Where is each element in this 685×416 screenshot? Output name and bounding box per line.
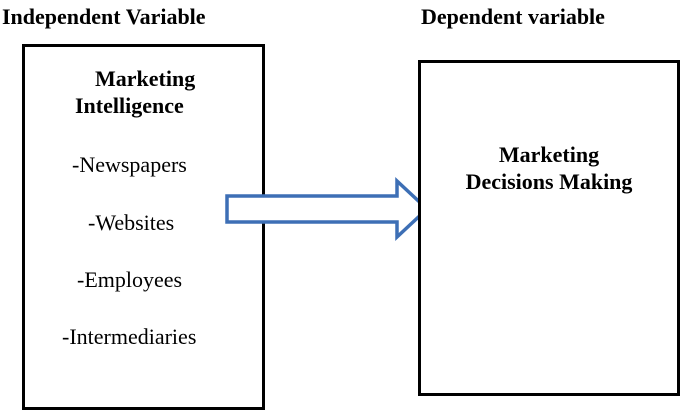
dependent-box-title-line2: Decisions Making — [465, 169, 633, 194]
independent-variable-box: Marketing Intelligence -Newspapers -Webs… — [22, 44, 265, 410]
list-item-websites: -Websites — [88, 210, 175, 235]
dependent-variable-heading: Dependent variable — [421, 4, 605, 29]
independent-variable-heading: Independent Variable — [2, 4, 206, 29]
arrow-shape — [225, 176, 430, 242]
list-item-intermediaries: -Intermediaries — [62, 324, 197, 349]
arrow-right-icon — [225, 176, 430, 242]
dependent-variable-box: Marketing Decisions Making — [418, 60, 680, 396]
independent-box-title: Marketing Intelligence — [25, 65, 262, 119]
dependent-box-title-line1: Marketing — [498, 142, 600, 167]
dependent-box-title: Marketing Decisions Making — [421, 141, 677, 195]
independent-box-title-line2: Intelligence — [75, 93, 184, 118]
list-item-employees: -Employees — [77, 267, 183, 292]
list-item-newspapers: -Newspapers — [72, 152, 187, 177]
independent-box-title-line1: Marketing — [95, 66, 196, 91]
